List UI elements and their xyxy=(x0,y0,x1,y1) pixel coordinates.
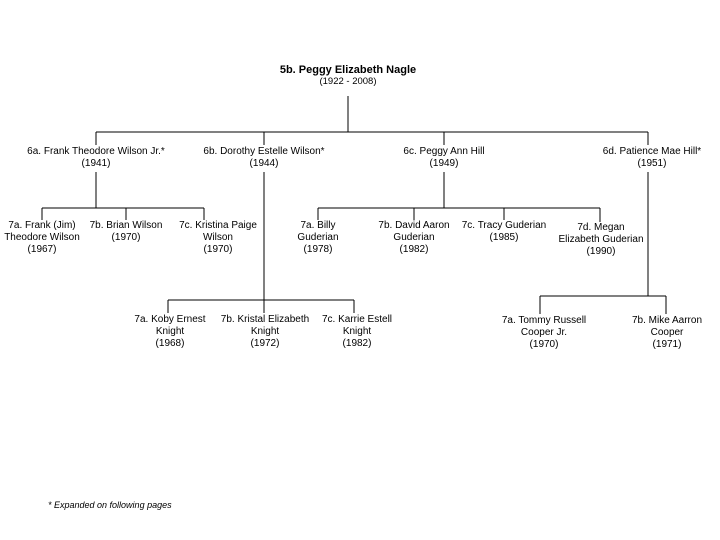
person-label: Elizabeth Guderian xyxy=(558,234,644,245)
person-label: 7a. Frank (Jim) xyxy=(8,220,76,231)
person-label: Wilson xyxy=(202,232,233,243)
person-years: (1990) xyxy=(586,246,616,257)
person-years: (1967) xyxy=(27,244,57,255)
person-label: 6a. Frank Theodore Wilson Jr.* xyxy=(27,146,165,157)
person-label: 7c. Tracy Guderian xyxy=(461,220,547,231)
person-years: (1972) xyxy=(250,338,280,349)
person-label: Theodore Wilson xyxy=(4,232,80,243)
person-7b-guderian: 7b. David Aaron Guderian (1982) xyxy=(372,220,456,256)
person-years: (1982) xyxy=(399,244,429,255)
person-label: 7a. Tommy Russell xyxy=(501,315,587,326)
person-label: Knight xyxy=(250,326,280,337)
person-6d: 6d. Patience Mae Hill* (1951) xyxy=(592,146,712,170)
person-years: (1970) xyxy=(529,339,559,350)
person-7b-wilson: 7b. Brian Wilson (1970) xyxy=(86,220,166,244)
person-7b-cooper: 7b. Mike Aarron Cooper (1971) xyxy=(626,315,708,351)
root-years: (1922 - 2008) xyxy=(319,76,377,87)
root-person: 5b. Peggy Elizabeth Nagle (1922 - 2008) xyxy=(248,64,448,88)
person-7c-guderian: 7c. Tracy Guderian (1985) xyxy=(456,220,552,244)
person-7a-guderian: 7a. Billy Guderian (1978) xyxy=(284,220,352,256)
person-years: (1971) xyxy=(652,339,682,350)
person-years: (1985) xyxy=(489,232,519,243)
person-label: Guderian xyxy=(297,232,339,243)
person-years: (1949) xyxy=(429,158,459,169)
footnote: * Expanded on following pages xyxy=(48,500,172,510)
person-years: (1978) xyxy=(303,244,333,255)
person-label: 6c. Peggy Ann Hill xyxy=(403,146,485,157)
person-6c: 6c. Peggy Ann Hill (1949) xyxy=(384,146,504,170)
person-label: Cooper xyxy=(650,327,684,338)
person-7a-wilson: 7a. Frank (Jim) Theodore Wilson (1967) xyxy=(0,220,84,256)
root-name: 5b. Peggy Elizabeth Nagle xyxy=(279,64,417,76)
person-label: 7a. Koby Ernest xyxy=(134,314,206,325)
person-label: Knight xyxy=(155,326,185,337)
person-label: 7a. Billy xyxy=(300,220,336,231)
person-label: 7b. Mike Aarron xyxy=(631,315,703,326)
person-label: 7b. Kristal Elizabeth xyxy=(220,314,310,325)
person-label: 6d. Patience Mae Hill* xyxy=(602,146,702,157)
person-years: (1968) xyxy=(155,338,185,349)
person-years: (1944) xyxy=(249,158,279,169)
person-label: 6b. Dorothy Estelle Wilson* xyxy=(203,146,325,157)
person-6a: 6a. Frank Theodore Wilson Jr.* (1941) xyxy=(16,146,176,170)
person-label: 7c. Karrie Estell xyxy=(321,314,393,325)
person-years: (1941) xyxy=(81,158,111,169)
person-label: Knight xyxy=(342,326,372,337)
person-label: Guderian xyxy=(393,232,435,243)
person-label: 7d. Megan xyxy=(577,222,625,233)
person-years: (1970) xyxy=(203,244,233,255)
person-label: 7b. David Aaron xyxy=(378,220,450,231)
person-7a-knight: 7a. Koby Ernest Knight (1968) xyxy=(128,314,212,350)
person-label: 7b. Brian Wilson xyxy=(89,220,163,231)
person-7c-knight: 7c. Karrie Estell Knight (1982) xyxy=(316,314,398,350)
person-years: (1970) xyxy=(111,232,141,243)
person-7c-wilson: 7c. Kristina Paige Wilson (1970) xyxy=(172,220,264,256)
person-years: (1951) xyxy=(637,158,667,169)
person-7b-knight: 7b. Kristal Elizabeth Knight (1972) xyxy=(214,314,316,350)
person-6b: 6b. Dorothy Estelle Wilson* (1944) xyxy=(194,146,334,170)
person-label: 7c. Kristina Paige xyxy=(179,220,257,231)
person-years: (1982) xyxy=(342,338,372,349)
person-label: Cooper Jr. xyxy=(520,327,568,338)
person-7d-guderian: 7d. Megan Elizabeth Guderian (1990) xyxy=(554,222,648,258)
person-7a-cooper: 7a. Tommy Russell Cooper Jr. (1970) xyxy=(494,315,594,351)
